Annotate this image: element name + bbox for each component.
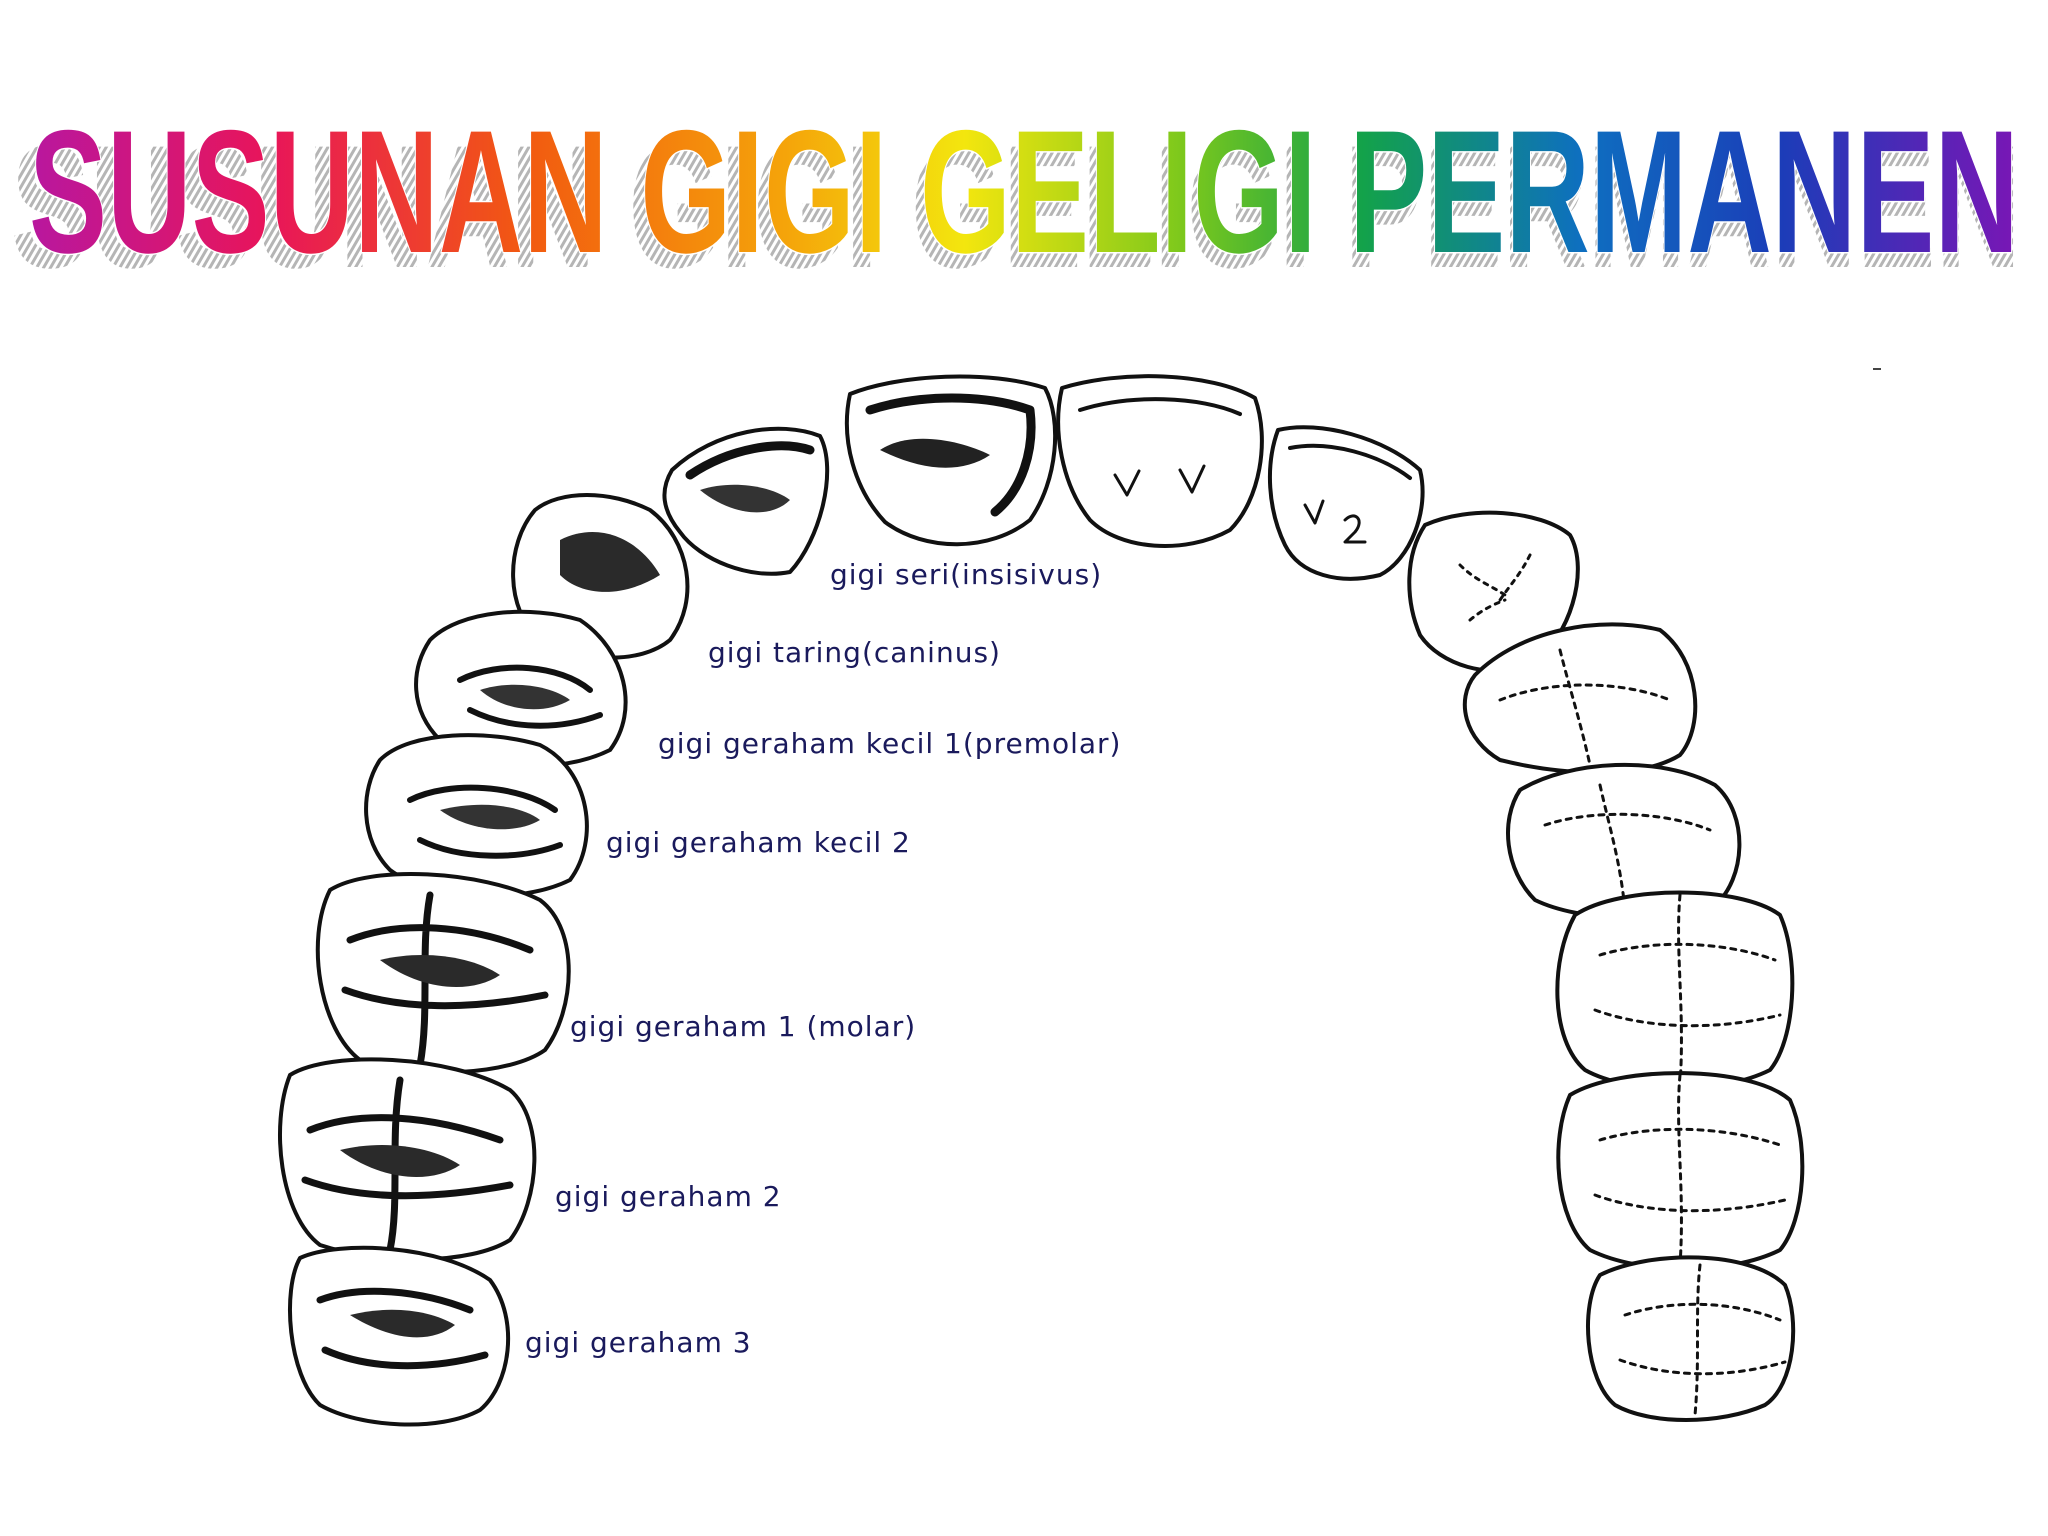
- right-premolar-1: [1462, 622, 1698, 775]
- title-graphic: SUSUNAN GIGI GELIGI PERMANEN SUSUNAN GIG…: [11, 94, 2021, 283]
- left-premolar-2: [364, 733, 589, 898]
- right-central-incisor: [1056, 374, 1264, 548]
- left-teeth: [278, 374, 1058, 1427]
- title-shadow: SUSUNAN GIGI GELIGI PERMANEN: [11, 110, 2021, 282]
- label-premolar-1: gigi geraham kecil 1(premolar): [658, 727, 1122, 760]
- left-molar-3: [287, 1245, 511, 1427]
- left-central-incisor: [845, 374, 1058, 547]
- left-molar-2: [278, 1057, 537, 1262]
- right-lateral-incisor: [1267, 425, 1425, 581]
- right-teeth: [1056, 374, 1805, 1422]
- label-molar-1: gigi geraham 1 (molar): [570, 1010, 917, 1043]
- label-canine: gigi taring(caninus): [708, 636, 1001, 669]
- title-banner: SUSUNAN GIGI GELIGI PERMANEN SUSUNAN GIG…: [0, 92, 2048, 283]
- page-title: SUSUNAN GIGI GELIGI PERMANEN: [29, 95, 2019, 282]
- left-lateral-incisor: [662, 426, 830, 576]
- label-molar-3: gigi geraham 3: [525, 1326, 752, 1359]
- left-premolar-1: [414, 609, 628, 769]
- right-molar-2: [1556, 1071, 1805, 1271]
- right-molar-3: [1586, 1255, 1796, 1422]
- label-incisor: gigi seri(insisivus): [830, 558, 1103, 591]
- label-molar-2: gigi geraham 2: [555, 1180, 782, 1213]
- label-premolar-2: gigi geraham kecil 2: [606, 826, 911, 859]
- left-molar-1: [315, 872, 571, 1075]
- right-molar-1: [1555, 890, 1795, 1091]
- stray-dash-mark: [1873, 368, 1881, 370]
